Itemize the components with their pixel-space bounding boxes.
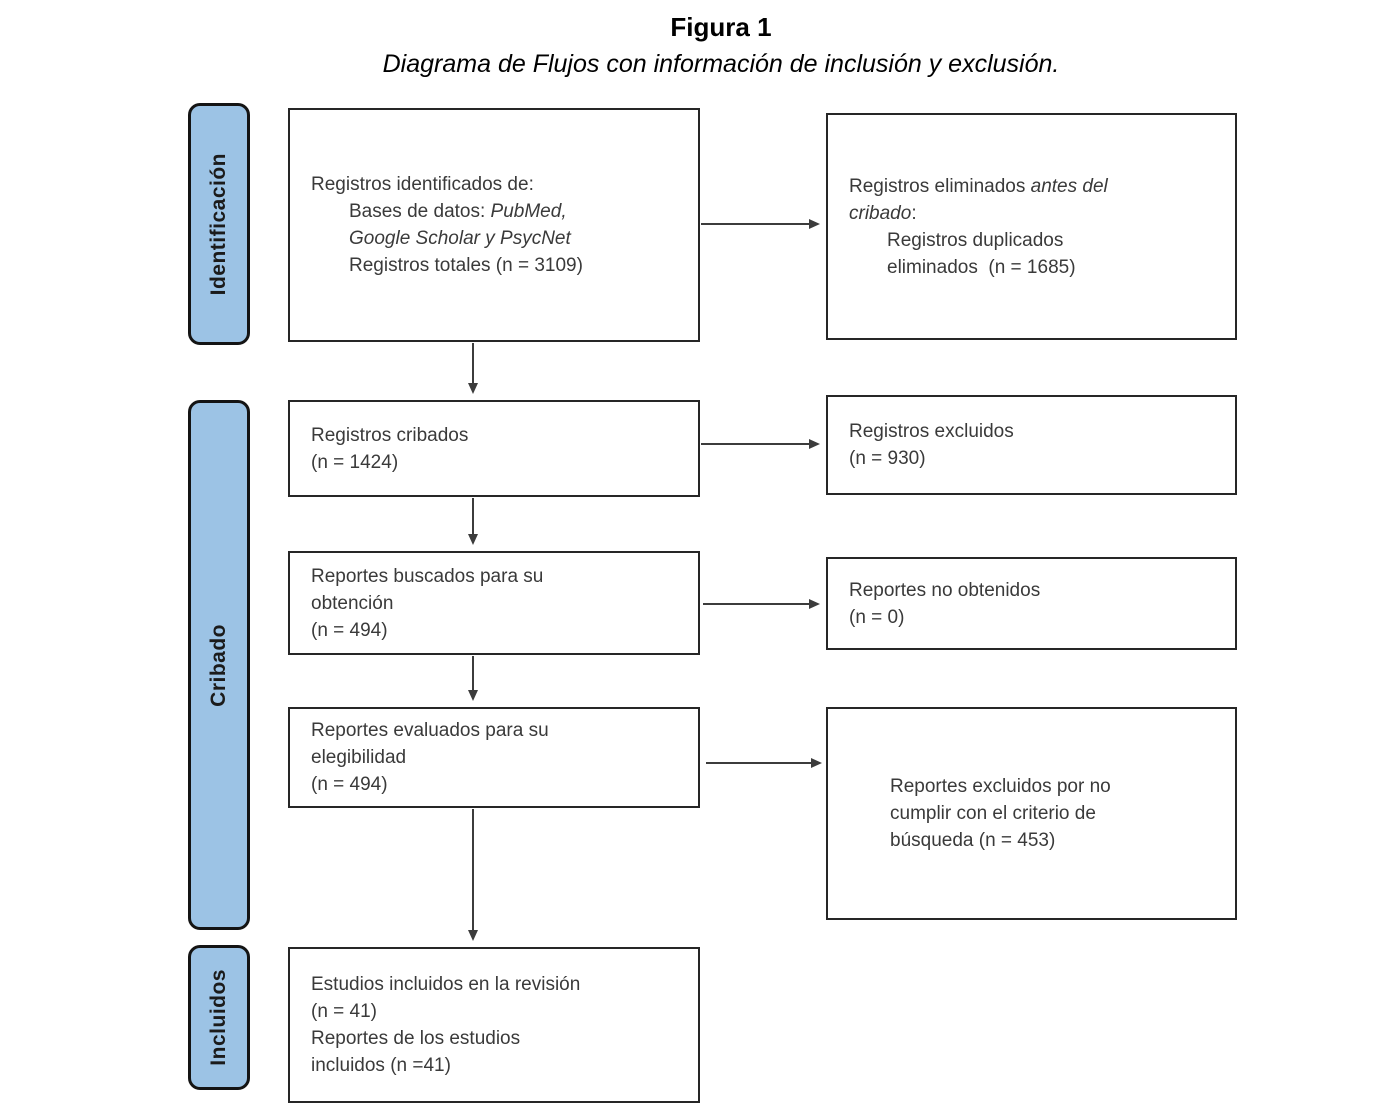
arrow-sought-to-assessed [468,656,478,701]
box-line: Registros duplicados [887,229,1064,251]
box-reports-sought: Reportes buscados para su obtención (n =… [288,551,700,655]
box-line: Reportes excluidos por no [890,776,1111,797]
box-line: (n = 41) [311,1001,378,1022]
arrow-screened-to-sought [468,498,478,545]
box-records-excluded: Registros excluidos (n = 930) [826,395,1237,495]
box-reports-not-retrieved: Reportes no obtenidos (n = 0) [826,557,1237,650]
figure-subtitle: Diagrama de Flujos con información de in… [382,50,1060,78]
box-line: Registros cribados [311,424,469,446]
box-line: Bases de datos: PubMed, [349,201,567,222]
arrow-screened-to-excluded [701,439,820,449]
arrow-identified-to-screened [468,343,478,394]
box-reports-excluded: Reportes excluidos por no cumplir con el… [826,707,1237,920]
box-line: (n = 494) [311,619,388,641]
box-line: Registros eliminados antes del [849,175,1108,197]
box-line: Registros totales (n = 3109) [349,255,583,276]
box-records-identified: Registros identificados de: Bases de dat… [288,108,700,342]
box-records-removed-before-screening: Registros eliminados antes del cribado: … [826,113,1237,340]
box-line: búsqueda (n = 453) [890,830,1056,851]
box-line: Reportes de los estudios [311,1028,521,1049]
box-line: eliminados (n = 1685) [887,256,1076,278]
box-studies-included: Estudios incluidos en la revisión (n = 4… [288,947,700,1103]
box-records-screened: Registros cribados (n = 1424) [288,400,700,497]
box-line: elegibilidad [311,747,407,768]
box-line: Registros excluidos [849,421,1014,442]
box-line: Reportes buscados para su [311,565,544,587]
box-line: Estudios incluidos en la revisión [311,974,581,995]
figure-title: Figura 1 [670,12,772,42]
box-line: (n = 930) [849,448,926,469]
box-line: Reportes evaluados para su [311,720,549,741]
box-line: cumplir con el criterio de [890,803,1096,824]
box-line: obtención [311,592,394,614]
box-line: (n = 1424) [311,451,399,473]
arrow-identified-to-removed [701,219,820,229]
stage-screening: Cribado [188,400,250,930]
box-line: cribado: [849,202,917,224]
box-reports-assessed: Reportes evaluados para su elegibilidad … [288,707,700,808]
arrow-assessed-to-reports-excluded [706,758,822,768]
stage-included: Incluidos [188,945,250,1090]
stage-screening-label: Cribado [207,623,230,707]
box-line: (n = 494) [311,774,388,795]
box-line: Reportes no obtenidos [849,579,1041,601]
box-line: (n = 0) [849,606,905,628]
box-line: Registros identificados de: [311,174,534,195]
arrow-assessed-to-included [468,809,478,941]
box-line: Google Scholar y PsycNet [349,228,571,249]
box-line: incluidos (n =41) [311,1055,451,1076]
figure-header: Figura 1 Diagrama de Flujos con informac… [26,10,1390,81]
stage-included-label: Incluidos [207,969,230,1066]
stage-identification: Identificación [188,103,250,345]
stage-identification-label: Identificación [207,152,230,296]
arrow-sought-to-not-retrieved [703,599,820,609]
